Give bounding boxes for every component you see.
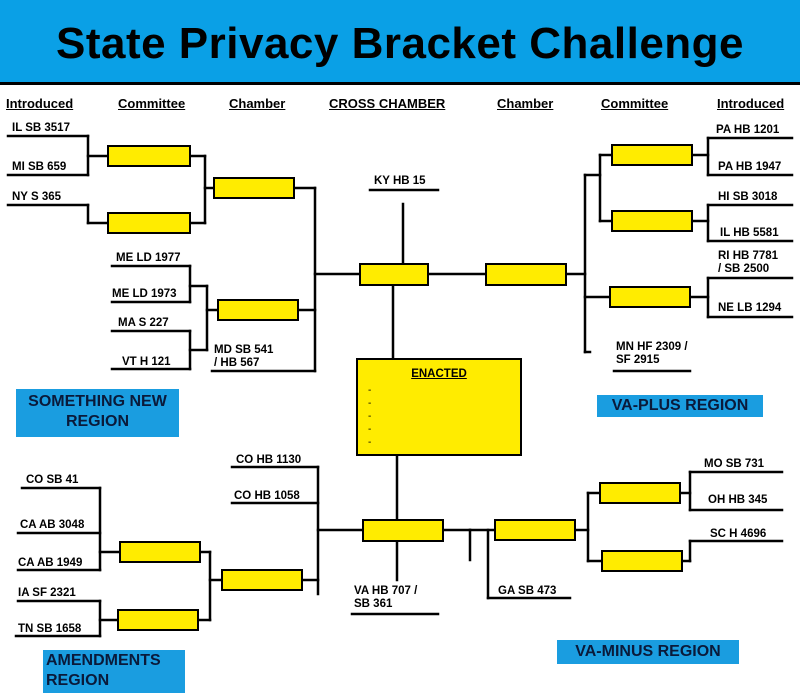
bill-label: ME LD 1977 [116, 252, 181, 264]
bill-label: TN SB 1658 [18, 623, 82, 635]
header-right-chamber: Chamber [497, 96, 554, 111]
bracket-slot-committee-right-1 [611, 144, 693, 166]
page-title: State Privacy Bracket Challenge [55, 19, 745, 68]
header-left-introduced: Introduced [6, 96, 74, 111]
bill-label: IA SF 2321 [18, 587, 76, 599]
bill-label: IL HB 5581 [720, 227, 779, 239]
bracket-slot-committee-2 [107, 212, 191, 234]
bill-label: KY HB 15 [374, 175, 426, 187]
enacted-list: - - - - - - [368, 384, 371, 462]
bill-label: CA AB 3048 [20, 519, 85, 531]
enacted-item: - [368, 437, 372, 448]
bill-label: VA HB 707 /SB 361 [354, 585, 418, 610]
bracket-slot-committee-right-bottom-2 [601, 550, 683, 572]
enacted-title: ENACTED [411, 368, 467, 380]
bracket-slot-committee-right-3 [609, 286, 691, 308]
region-something-new: SOMETHING NEW REGION [16, 389, 179, 437]
bracket-slot-committee-right-bottom-1 [599, 482, 681, 504]
bill-label: NE LB 1294 [718, 302, 782, 314]
bill-label: CO HB 1058 [234, 490, 300, 502]
bill-label: CO SB 41 [26, 474, 79, 486]
bill-label: MI SB 659 [12, 161, 67, 173]
bill-label: ME LD 1973 [112, 288, 177, 300]
bracket-slot-committee-1 [107, 145, 191, 167]
bracket-slot-committee-3 [217, 299, 299, 321]
bill-label: CA AB 1949 [18, 557, 83, 569]
bracket-slot-cross-top-left [359, 263, 429, 286]
bill-label: MD SB 541/ HB 567 [214, 344, 274, 369]
bill-label: RI HB 7781/ SB 2500 [718, 250, 779, 275]
bill-label: NY S 365 [12, 191, 62, 203]
region-amendments: AMENDMENTS REGION [43, 650, 185, 693]
bill-label: VT H 121 [122, 356, 171, 368]
bracket-slot-cross-bottom [362, 519, 444, 542]
header-left-committee: Committee [118, 96, 186, 111]
bracket-slot-committee-right-2 [611, 210, 693, 232]
bill-label: OH HB 345 [708, 494, 768, 506]
bill-label: GA SB 473 [498, 585, 557, 597]
header-left-chamber: Chamber [229, 96, 286, 111]
enacted-box: ENACTED - - - - - - [356, 358, 522, 461]
region-va-minus: VA-MINUS REGION [557, 640, 739, 664]
bill-label: IL SB 3517 [12, 122, 70, 134]
enacted-item: - [368, 411, 372, 422]
bracket-slot-chamber-right-bottom [494, 519, 576, 541]
bill-label: HI SB 3018 [718, 191, 778, 203]
bracket-slot-committee-left-bottom-2 [117, 609, 199, 631]
header-cross-chamber: CROSS CHAMBER [329, 96, 446, 111]
header-right-introduced: Introduced [717, 96, 785, 111]
bill-label: SC H 4696 [710, 528, 767, 540]
bracket-slot-committee-left-bottom-1 [119, 541, 201, 563]
bill-label: MO SB 731 [704, 458, 765, 470]
enacted-item: - [368, 398, 372, 409]
bracket-slot-chamber-right-top [485, 263, 567, 286]
enacted-item: - [368, 450, 372, 461]
header-right-committee: Committee [601, 96, 669, 111]
region-va-plus: VA-PLUS REGION [597, 395, 763, 417]
enacted-item: - [368, 385, 372, 396]
bill-label: MA S 227 [118, 317, 169, 329]
title-bar: State Privacy Bracket Challenge [0, 0, 800, 85]
enacted-item: - [368, 424, 372, 435]
bill-label: PA HB 1201 [716, 124, 780, 136]
bill-label: MN HF 2309 /SF 2915 [616, 341, 688, 366]
bill-label: PA HB 1947 [718, 161, 782, 173]
bill-label: CO HB 1130 [236, 454, 302, 466]
bracket-slot-chamber-1 [213, 177, 295, 199]
bracket-slot-chamber-left-bottom [221, 569, 303, 591]
